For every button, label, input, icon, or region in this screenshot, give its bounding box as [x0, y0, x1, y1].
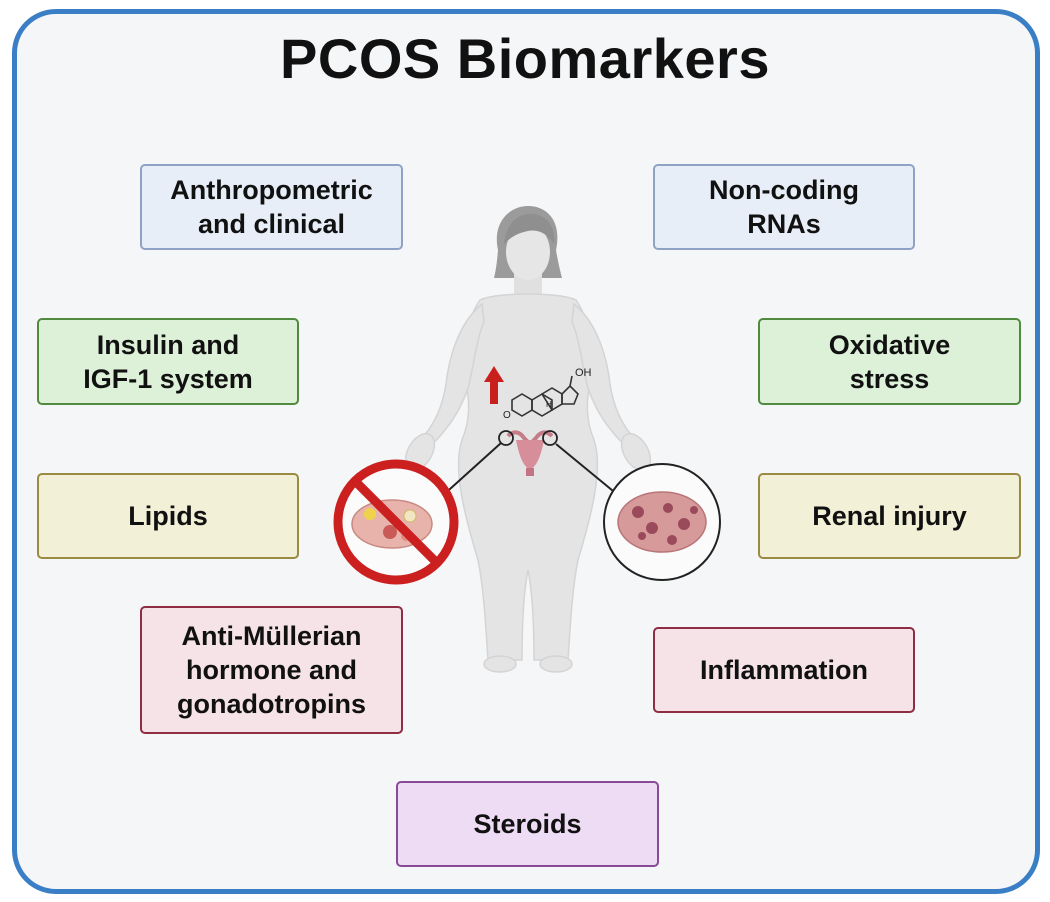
box-renal-injury: Renal injury — [758, 473, 1021, 559]
box-oxidative-stress: Oxidative stress — [758, 318, 1021, 405]
box-non-coding-rnas: Non-coding RNAs — [653, 164, 915, 250]
female-body-silhouette — [404, 206, 652, 673]
box-insulin-igf1: Insulin and IGF-1 system — [37, 318, 299, 405]
box-label: Renal injury — [812, 501, 967, 531]
increase-arrow-icon — [484, 366, 504, 404]
steroid-ketone-label: O — [503, 410, 511, 421]
box-label: Non-coding RNAs — [709, 175, 859, 239]
uterus-icon — [498, 430, 558, 476]
polycystic-ovary-icon — [603, 463, 721, 581]
box-anthropometric-clinical: Anthropometric and clinical — [140, 164, 403, 250]
box-label: Inflammation — [699, 655, 868, 685]
connector-line-left — [439, 442, 502, 499]
box-label: Steroids — [473, 809, 582, 839]
box-amh-gonadotropins: Anti-Müllerian hormone and gonadotropins — [140, 606, 403, 734]
steroid-h-label: H — [546, 400, 552, 409]
box-lipids: Lipids — [37, 473, 299, 559]
box-label: Anthropometric and clinical — [170, 175, 373, 239]
box-label: Anti-Müllerian hormone and gonadotropins — [177, 621, 366, 719]
box-steroids: Steroids — [396, 781, 659, 867]
diagram-title: PCOS Biomarkers — [280, 27, 770, 90]
box-label: Insulin and IGF-1 system — [83, 329, 253, 394]
box-label: Oxidative stress — [828, 329, 951, 394]
steroid-structure-icon — [511, 375, 579, 417]
prohibited-normal-ovary-icon — [333, 459, 459, 585]
box-label: Lipids — [128, 501, 208, 531]
box-inflammation: Inflammation — [653, 627, 915, 713]
steroid-oh-label: OH — [575, 367, 592, 379]
